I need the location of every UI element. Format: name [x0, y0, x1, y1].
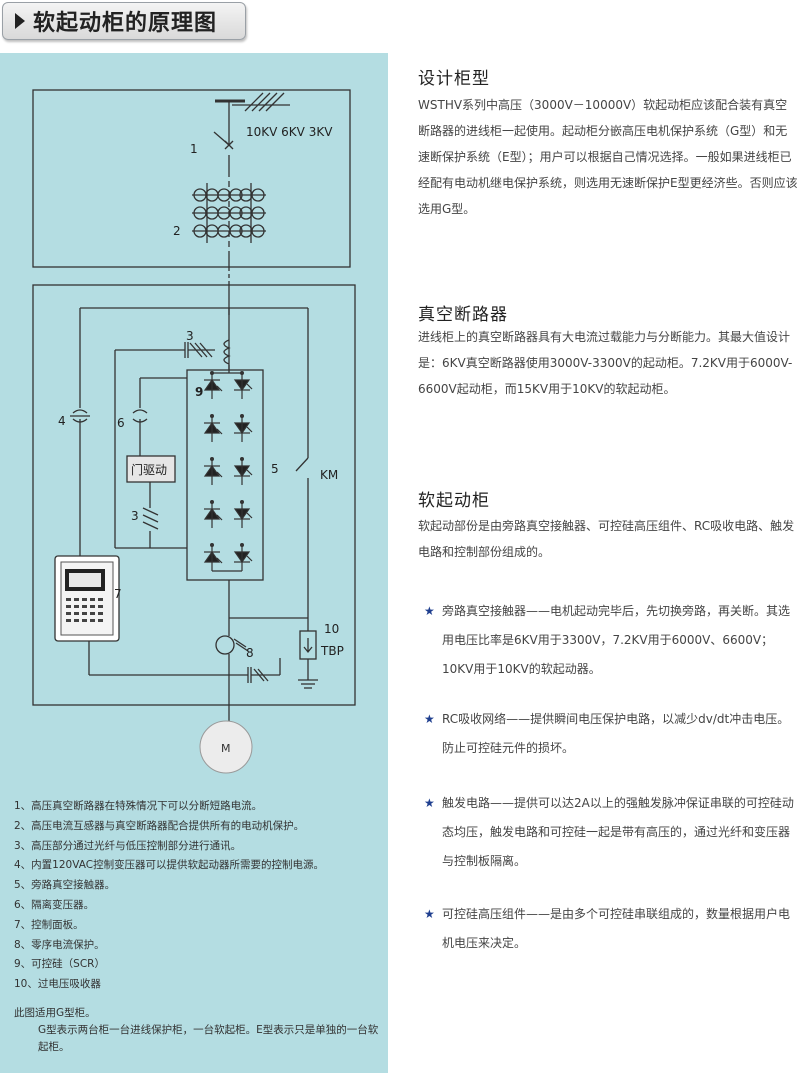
bullet-item: ★ 可控硅高压组件——是由多个可控硅串联组成的，数量根据用户电机电压来决定。	[424, 900, 796, 958]
label-tbp: TBP	[320, 644, 344, 658]
voltage-label: 10KV 6KV 3KV	[246, 125, 333, 139]
bullet-item: ★ RC吸收网络——提供瞬间电压保护电路，以减少dv/dt冲击电压。防止可控硅元…	[424, 705, 796, 763]
section-intro-softstart: 软起动部份是由旁路真空接触器、可控硅高压组件、RC吸收电路、触发电路和控制部份组…	[418, 519, 795, 559]
current-transformer-group	[192, 188, 266, 238]
section-body-breaker: 进线柜上的真空断路器具有大电流过载能力与分断能力。其最大值设计是：6KV真空断路…	[418, 330, 793, 396]
legend-item: 2、高压电流互感器与真空断路器配合提供所有的电动机保护。	[14, 819, 305, 832]
legend-item: 9、可控硅（SCR）	[14, 958, 105, 971]
star-icon: ★	[424, 796, 435, 810]
label-7: 7	[114, 587, 122, 601]
label-km: KM	[320, 468, 338, 482]
softstart-cabinet-frame	[32, 284, 356, 706]
control-panel-device	[54, 555, 120, 642]
schematic-panel: 10KV 6KV 3KV 1 2 3 4 6 9 5 KM 门驱动 3 7 10…	[0, 53, 388, 1073]
section-body-design: WSTHV系列中高压（3000V－10000V）软起动柜应该配合装有真空断路器的…	[418, 98, 798, 216]
legend-item: 7、控制面板。	[14, 918, 84, 931]
legend-item: 1、高压真空断路器在特殊情况下可以分断短路电流。	[14, 800, 263, 812]
scr-stack-frame	[186, 369, 264, 581]
note-line-2: G型表示两台柜一台进线保护柜，一台软起柜。E型表示只是单独的一台软起柜。	[38, 1023, 379, 1053]
zero-sequence-ct	[215, 635, 235, 655]
legend-item: 6、隔离变压器。	[14, 898, 95, 911]
legend: 1、高压真空断路器在特殊情况下可以分断短路电流。 2、高压电流互感器与真空断路器…	[14, 797, 384, 1056]
play-arrow-icon	[15, 13, 25, 29]
bullet-text: 可控硅高压组件——是由多个可控硅串联组成的，数量根据用户电机电压来决定。	[442, 907, 791, 950]
scr-pairs	[203, 371, 253, 572]
label-3-upper: 3	[186, 329, 194, 343]
note-line-1: 此图适用G型柜。	[14, 1006, 96, 1019]
label-10: 10	[324, 622, 339, 636]
page-title: 软起动柜的原理图	[33, 11, 218, 36]
section-title-breaker: 真空断路器	[418, 305, 508, 325]
schematic-diagram: 10KV 6KV 3KV 1 2 3 4 6 9 5 KM 门驱动 3 7 10…	[32, 89, 356, 774]
legend-note: 此图适用G型柜。 G型表示两台柜一台进线保护柜，一台软起柜。E型表示只是单独的一…	[14, 1005, 384, 1056]
legend-item: 4、内置120VAC控制变压器可以提供软起动器所需要的控制电源。	[14, 859, 325, 872]
motor-circle	[199, 720, 253, 774]
bullet-text: 旁路真空接触器——电机起动完毕后，先切换旁路，再关断。其选用电压比率是6KV用于…	[442, 604, 791, 676]
section-title-softstart: 软起动柜	[418, 491, 490, 511]
label-8: 8	[246, 646, 254, 660]
label-2: 2	[173, 224, 181, 238]
label-5: 5	[271, 462, 279, 476]
bullet-item: ★ 旁路真空接触器——电机起动完毕后，先切换旁路，再关断。其选用电压比率是6KV…	[424, 597, 796, 684]
star-icon: ★	[424, 907, 435, 921]
star-icon: ★	[424, 604, 435, 618]
legend-item: 5、旁路真空接触器。	[14, 879, 116, 892]
motor-label: M	[221, 742, 231, 755]
star-icon: ★	[424, 712, 435, 726]
label-4: 4	[58, 414, 66, 428]
section-title-design: 设计柜型	[418, 69, 490, 89]
incoming-cabinet-frame	[32, 89, 351, 268]
page-title-tab: 软起动柜的原理图	[2, 2, 246, 40]
door-drive-label: 门驱动	[131, 462, 167, 477]
bypass-contactor-switch	[295, 457, 309, 472]
bullet-text: 触发电路——提供可以达2A以上的强触发脉冲保证串联的可控硅动态均压，触发电路和可…	[442, 796, 794, 868]
label-3-lower: 3	[131, 509, 139, 523]
bullet-text: RC吸收网络——提供瞬间电压保护电路，以减少dv/dt冲击电压。防止可控硅元件的…	[442, 712, 790, 755]
label-6: 6	[117, 416, 125, 430]
legend-item: 10、过电压吸收器	[14, 978, 101, 991]
label-9: 9	[195, 385, 203, 399]
bullet-item: ★ 触发电路——提供可以达2A以上的强触发脉冲保证串联的可控硅动态均压，触发电路…	[424, 789, 796, 876]
door-drive-box	[126, 455, 176, 483]
legend-item: 8、零序电流保护。	[14, 938, 105, 951]
legend-item: 3、高压部分通过光纤与低压控制部分进行通讯。	[14, 839, 242, 852]
label-1: 1	[190, 142, 198, 156]
